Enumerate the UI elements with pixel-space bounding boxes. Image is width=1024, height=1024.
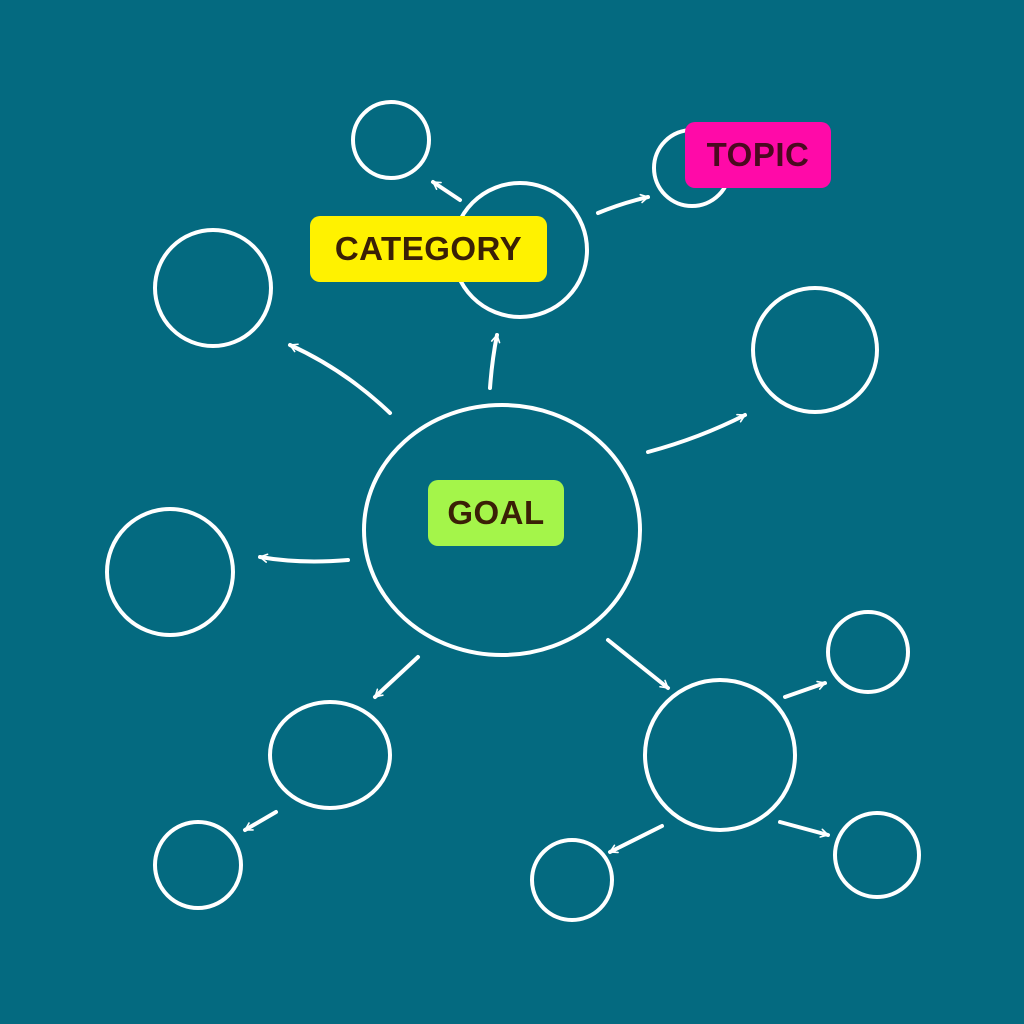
arrow: [258, 553, 350, 564]
arrow: [606, 638, 670, 690]
node-left-middle: [105, 507, 235, 637]
arrow: [488, 333, 501, 390]
node-right-top-small: [826, 610, 910, 694]
arrow: [288, 343, 392, 415]
category-label: CATEGORY: [310, 216, 547, 282]
node-right-upper: [751, 286, 879, 414]
arrow: [596, 193, 650, 215]
goal-node: [362, 403, 642, 657]
node-bottom-right: [643, 678, 797, 832]
arrow: [373, 655, 420, 699]
arrow: [783, 680, 827, 699]
node-bottom-left: [268, 700, 392, 810]
arrow: [778, 820, 830, 838]
node-bottom-left-small: [153, 820, 243, 910]
node-left-upper: [153, 228, 273, 348]
arrow: [431, 180, 462, 202]
arrow: [646, 413, 747, 454]
topic-label: TOPIC: [685, 122, 831, 188]
goal-label: GOAL: [428, 480, 564, 546]
node-right-bottom-small: [833, 811, 921, 899]
node-top-small: [351, 100, 431, 180]
arrow: [608, 824, 664, 854]
arrow: [243, 810, 278, 832]
node-bottom-small: [530, 838, 614, 922]
